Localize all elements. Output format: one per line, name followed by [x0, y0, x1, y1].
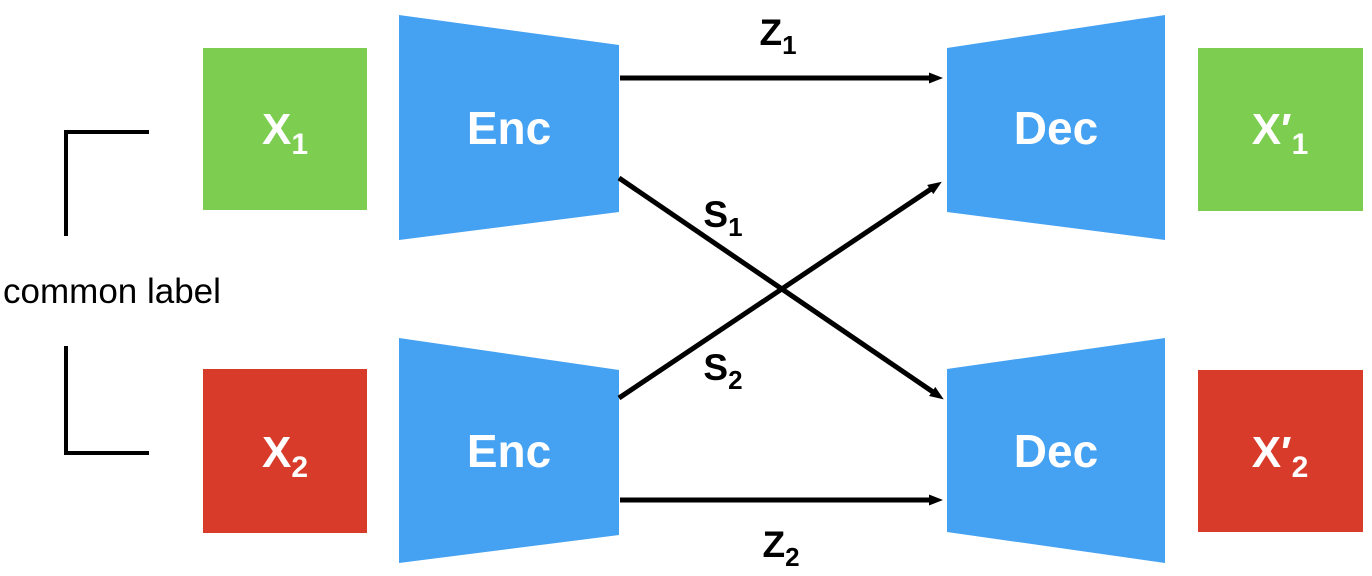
- input-box-x2: [203, 369, 367, 533]
- s2-main: S: [703, 347, 728, 388]
- output-box-x1-prime-label: X′1: [1252, 105, 1309, 161]
- s2-sub: 2: [728, 365, 742, 395]
- s1-main: S: [703, 194, 728, 235]
- encoder-1-label: Enc: [467, 102, 551, 154]
- common-label-text: common label: [3, 272, 221, 311]
- s1-sub: 1: [728, 212, 742, 242]
- output-box-x1-prime: [1198, 48, 1363, 211]
- decoder-2-label: Dec: [1014, 425, 1098, 477]
- encoder-2-label: Enc: [467, 425, 551, 477]
- arrow-s1: [617, 175, 944, 400]
- z2-main: Z: [762, 524, 785, 565]
- x1-main: X: [262, 105, 291, 154]
- decoder-block-1: [947, 15, 1165, 240]
- input-box-x2-label: X2: [262, 428, 308, 484]
- common-label-bracket: [64, 130, 149, 455]
- z1-sub: 1: [782, 30, 796, 60]
- x2-sub: 2: [291, 451, 308, 484]
- x1-prime-main: X′: [1252, 105, 1292, 154]
- signal-label-s2: S2: [703, 347, 742, 395]
- input-box-x1-label: X1: [262, 105, 308, 161]
- encoder-block-2: [399, 338, 619, 563]
- input-box-x1: [203, 48, 367, 210]
- decoder-block-2: [947, 338, 1165, 563]
- decoder-1-label: Dec: [1014, 102, 1098, 154]
- z1-main: Z: [759, 12, 782, 53]
- x1-sub: 1: [291, 128, 308, 161]
- arrow-s2: [617, 181, 942, 401]
- x2-main: X: [262, 428, 291, 477]
- signal-label-z2: Z2: [762, 524, 799, 572]
- encoder-block-1: [399, 15, 619, 240]
- signal-label-z1: Z1: [759, 12, 796, 60]
- output-box-x2-prime-label: X′2: [1252, 428, 1309, 484]
- output-box-x2-prime: [1198, 370, 1363, 532]
- z2-sub: 2: [785, 542, 799, 572]
- x2-prime-main: X′: [1252, 428, 1292, 477]
- signal-label-s1: S1: [703, 194, 742, 242]
- x1-prime-sub: 1: [1292, 128, 1309, 161]
- x2-prime-sub: 2: [1292, 451, 1309, 484]
